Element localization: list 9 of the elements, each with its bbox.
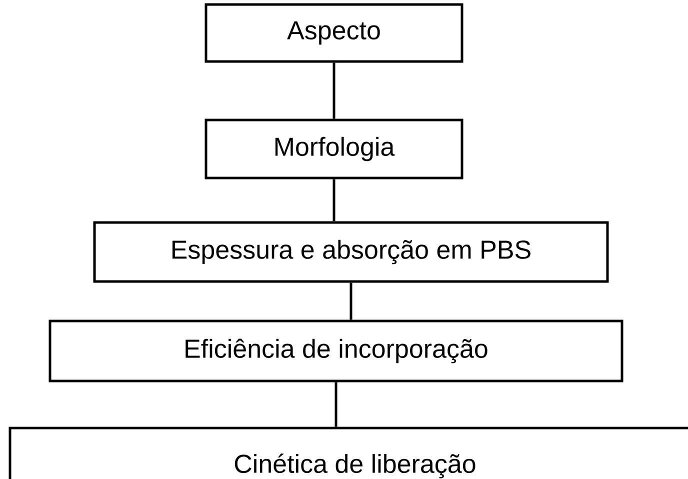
connector-line	[350, 282, 352, 320]
connector-line	[332, 62, 336, 119]
process-box: Cinética de liberação	[8, 426, 688, 479]
process-box: Eficiência de incorporação	[48, 320, 624, 382]
connector-line	[334, 382, 338, 427]
connector-line	[332, 179, 336, 222]
process-box: Morfologia	[204, 118, 464, 180]
process-box: Espessura e absorção em PBS	[93, 221, 609, 283]
process-box: Aspecto	[204, 3, 464, 63]
